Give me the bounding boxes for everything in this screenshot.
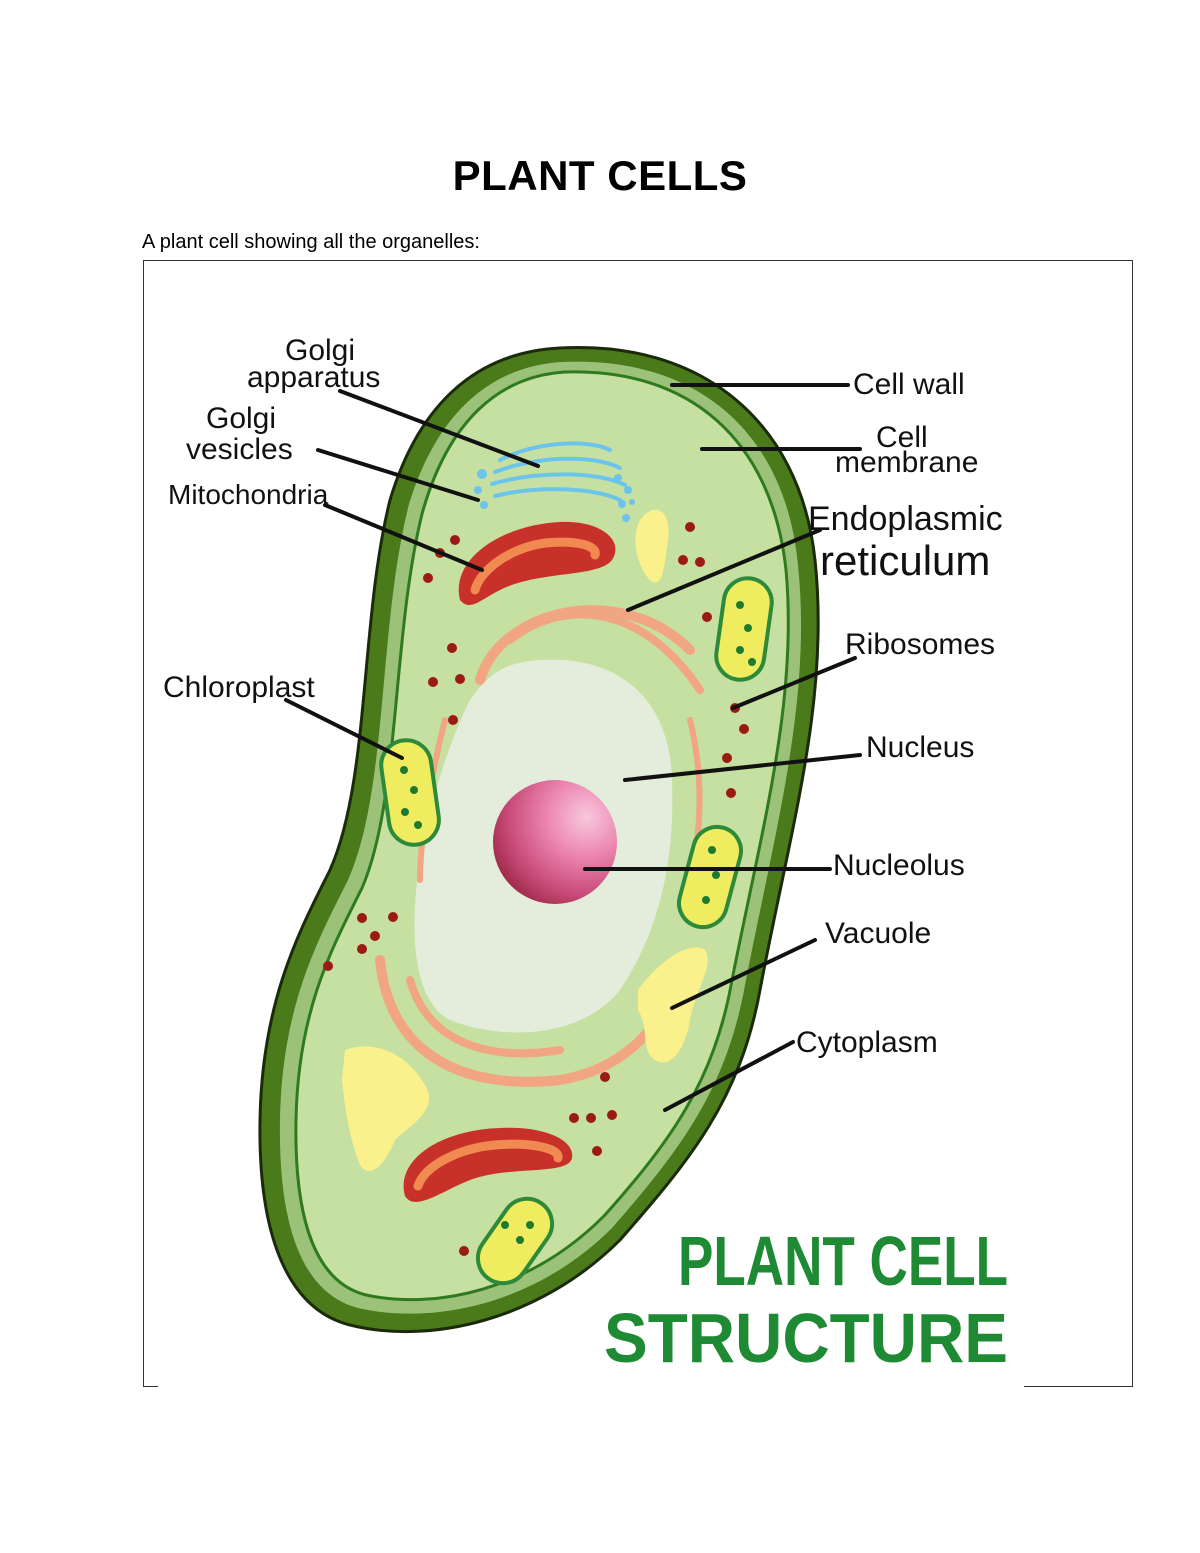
label-nucleus: Nucleus: [866, 731, 974, 764]
mitochondria: [403, 521, 616, 1202]
label-chloroplast: Chloroplast: [163, 671, 315, 704]
brand-title-line2: STRUCTURE: [604, 1299, 1008, 1377]
chloroplast-thylakoids: [400, 601, 756, 1244]
label-mitochondria: Mitochondria: [168, 479, 329, 510]
frame-gap: [158, 1380, 1024, 1390]
label-vacuole: Vacuole: [825, 917, 931, 950]
figure-caption: A plant cell showing all the organelles:: [142, 231, 480, 253]
label-er-line1: Endoplasmic: [808, 500, 1003, 538]
label-nucleolus: Nucleolus: [833, 849, 965, 882]
brand-title-line1: PLANT CELL: [678, 1222, 1008, 1300]
label-cell-membrane-line2: membrane: [835, 446, 978, 479]
golgi-vesicles: [474, 469, 635, 522]
golgi-apparatus: [490, 441, 627, 502]
label-cell-membrane-line1: Cell: [876, 421, 928, 454]
chloroplast: [379, 576, 774, 1286]
label-golgi-apparatus-line1: Golgi: [285, 334, 355, 367]
label-er-line2: reticulum: [820, 537, 990, 584]
label-golgi-vesicles-line2: vesicles: [186, 433, 293, 466]
vacuole: [342, 509, 708, 1171]
label-golgi-vesicles-line1: Golgi: [206, 402, 276, 435]
label-leader-lines: [284, 383, 862, 1112]
page-title: PLANT CELLS: [452, 152, 748, 199]
label-cytoplasm: Cytoplasm: [796, 1026, 938, 1059]
label-golgi-apparatus-line2: apparatus: [247, 361, 380, 394]
nucleolus: [493, 780, 617, 904]
label-cell-wall: Cell wall: [853, 368, 965, 401]
label-ribosomes: Ribosomes: [845, 628, 995, 661]
